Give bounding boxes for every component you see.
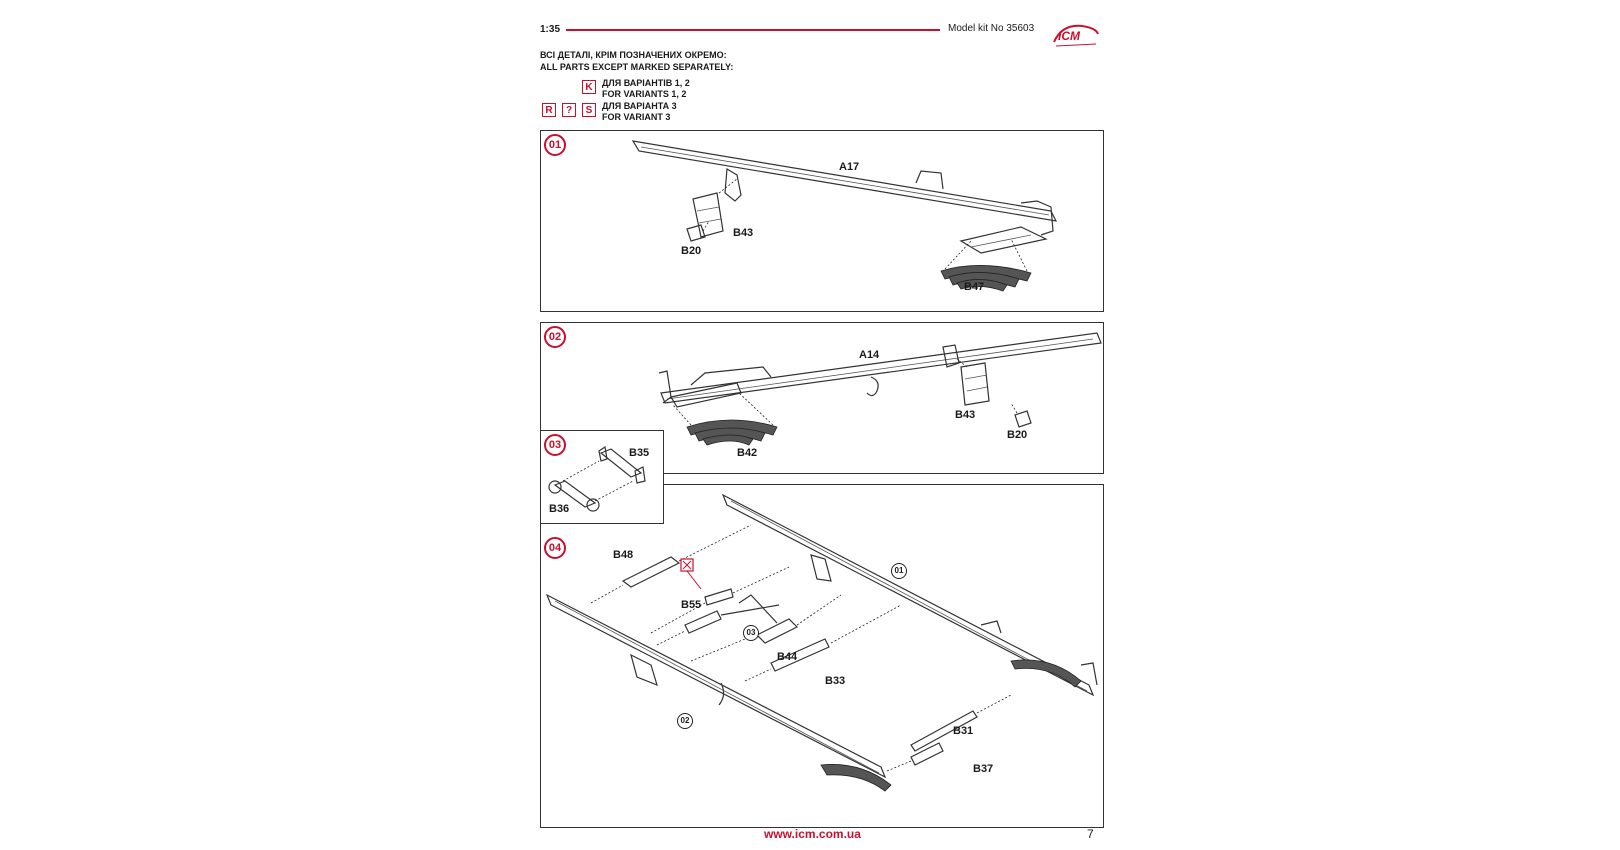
step-03-badge: 03 xyxy=(544,434,566,456)
part-label-b37: B37 xyxy=(973,763,994,775)
step-01-badge: 01 xyxy=(544,134,566,156)
step-03-panel: 03 B35 B36 xyxy=(540,430,664,524)
step-04-panel: 04 xyxy=(540,484,1104,828)
step-01-panel: 01 A17 B43 B20 B47 xyxy=(540,130,1104,312)
legend-all-parts-en: ALL PARTS EXCEPT MARKED SEPARATELY: xyxy=(540,62,734,72)
part-label-b42: B42 xyxy=(737,447,758,459)
part-label-b35: B35 xyxy=(629,447,650,459)
legend-all-parts-ua: ВСІ ДЕТАЛІ, КРІМ ПОЗНАЧЕНИХ ОКРЕМО: xyxy=(540,50,727,60)
part-label-b43: B43 xyxy=(733,227,754,239)
variant3-mark-s: S xyxy=(582,103,596,117)
step-02-badge: 02 xyxy=(544,326,566,348)
part-label-b48: B48 xyxy=(613,549,634,561)
legend-variant12-ua: ДЛЯ ВАРІАНТІВ 1, 2 xyxy=(602,78,690,88)
part-label-b55: B55 xyxy=(681,599,702,611)
crossmember-b35-b36-drawing xyxy=(548,445,646,512)
scale-label: 1:35 xyxy=(540,24,561,35)
frame-rail-a14-drawing xyxy=(658,332,1102,446)
svg-text:ICM: ICM xyxy=(1058,29,1081,43)
step-04-badge: 04 xyxy=(544,537,566,559)
step-ref-03: 03 xyxy=(743,625,759,641)
kit-number: Model kit No 35603 xyxy=(948,23,1035,34)
icm-logo: ICM xyxy=(1052,20,1100,50)
variant3-mark-r: R xyxy=(542,103,556,117)
part-label-b36: B36 xyxy=(549,503,570,515)
frame-rail-a17-drawing xyxy=(631,140,1058,292)
legend-variant3-en: FOR VARIANT 3 xyxy=(602,112,671,122)
variant12-mark: K xyxy=(582,80,596,94)
part-label-b47: B47 xyxy=(964,281,985,293)
header-rule xyxy=(566,29,940,31)
variant3-mark-q: ? xyxy=(562,103,576,117)
page-number: 7 xyxy=(1087,827,1094,841)
chassis-assembly-drawing xyxy=(545,493,1098,792)
step-ref-02: 02 xyxy=(677,713,693,729)
icm-logo-icon: ICM xyxy=(1053,24,1099,47)
part-label-a17: A17 xyxy=(839,161,860,173)
part-label-b20-s02: B20 xyxy=(1007,429,1028,441)
part-label-b43-s02: B43 xyxy=(955,409,976,421)
legend-variant3-ua: ДЛЯ ВАРІАНТА 3 xyxy=(602,101,677,111)
step-ref-01: 01 xyxy=(891,563,907,579)
part-label-b20: B20 xyxy=(681,245,702,257)
footer-url[interactable]: www.icm.com.ua xyxy=(764,827,861,841)
part-label-b33: B33 xyxy=(825,675,846,687)
legend-variant12-en: FOR VARIANTS 1, 2 xyxy=(602,89,687,99)
part-label-a14: A14 xyxy=(859,349,880,361)
part-label-b44: B44 xyxy=(777,651,798,663)
part-label-b31: B31 xyxy=(953,725,974,737)
